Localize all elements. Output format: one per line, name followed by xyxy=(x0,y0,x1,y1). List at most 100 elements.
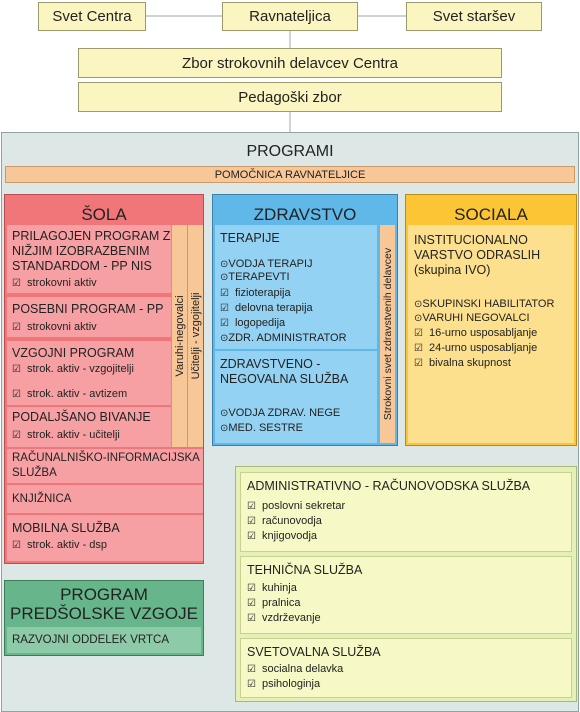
svet-centra-label: Svet Centra xyxy=(52,8,132,25)
tehnicna-section: TEHNIČNA SLUŽBA ☑kuhinja ☑pralnica ☑vzdr… xyxy=(240,556,572,634)
svetovalna-heading: SVETOVALNA SLUŽBA xyxy=(247,645,381,659)
list-item: ☑bivalna skupnost xyxy=(414,357,511,369)
ivo-heading: INSTITUCIONALNO VARSTVO ODRASLIH (skupin… xyxy=(414,233,541,277)
checkbox-icon: ☑ xyxy=(12,430,21,441)
list-item: ⊙ZDR. ADMINISTRATOR xyxy=(220,332,347,344)
sola-section-vzgojni-heading: VZGOJNI PROGRAM xyxy=(12,346,135,360)
list-item: ☑računovodja xyxy=(247,515,322,527)
bullet-icon: ⊙ xyxy=(220,259,229,270)
list-item: ☑socialna delavka xyxy=(247,663,344,675)
strip-varuhi-label: Varuhi-negovalci xyxy=(173,295,186,377)
checkbox-icon: ☑ xyxy=(220,303,229,314)
zbor-strokovnih-label: Zbor strokovnih delavcev Centra xyxy=(182,54,398,72)
checkbox-icon: ☑ xyxy=(414,358,423,369)
list-item: ⊙TERAPEVTI xyxy=(220,271,290,283)
checkbox-icon: ☑ xyxy=(247,531,256,542)
checkbox-icon: ☑ xyxy=(12,278,21,289)
sola-section-ppnis: PRILAGOJEN PROGRAM Z NIŽJIM IZOBRAZBENIM… xyxy=(7,225,171,293)
sola-section-knjiznica-heading: KNJIŽNICA xyxy=(12,493,72,505)
bullet-icon: ⊙ xyxy=(220,423,229,434)
bullet-icon: ⊙ xyxy=(414,299,423,310)
negovalna-section: ZDRAVSTVENO - NEGOVALNA SLUŽBA ⊙VODJA ZD… xyxy=(215,351,377,443)
sola-section-podaljsano-heading: PODALJŠANO BIVANJE xyxy=(12,410,151,424)
sola-section-racunalniska: RAČUNALNIŠKO-INFORMACIJSKA SLUŽBA xyxy=(7,449,203,483)
list-item: ☑poslovni sekretar xyxy=(247,500,346,512)
list-item: ☑kuhinja xyxy=(247,582,297,594)
razvojni-oddelek-label: RAZVOJNI ODDELEK VRTCA xyxy=(12,634,169,646)
list-item: ☑16-urno usposabljanje xyxy=(414,327,538,339)
tehnicna-heading: TEHNIČNA SLUŽBA xyxy=(247,563,363,577)
list-item: ☑logopedija xyxy=(220,317,286,329)
list-item: ☑knjigovodja xyxy=(247,530,318,542)
sola-box: ŠOLA PRILAGOJEN PROGRAM Z NIŽJIM IZOBRAZ… xyxy=(4,194,204,564)
pedagoski-zbor-box: Pedagoški zbor xyxy=(78,82,502,112)
pomocnica-bar: POMOČNICA RAVNATELJICE xyxy=(5,166,575,183)
checkbox-icon: ☑ xyxy=(247,679,256,690)
racunovodska-section: ADMINISTRATIVNO - RAČUNOVODSKA SLUŽBA ☑p… xyxy=(240,472,572,552)
sola-section-racunalniska-heading: RAČUNALNIŠKO-INFORMACIJSKA SLUŽBA xyxy=(12,452,200,479)
ravnateljica-label: Ravnateljica xyxy=(249,8,331,25)
list-item: ⊙VODJA TERAPIJ xyxy=(220,258,313,270)
bullet-icon: ⊙ xyxy=(220,333,229,344)
sola-section-pp: POSEBNI PROGRAM - PP ☑strokovni aktiv xyxy=(7,297,171,337)
svet-centra-box: Svet Centra xyxy=(38,2,146,31)
checkbox-icon: ☑ xyxy=(247,516,256,527)
checkbox-icon: ☑ xyxy=(247,664,256,675)
strip-strokovni-svet-label: Strokovni svet zdravstvenih delavcev xyxy=(381,247,394,421)
sola-section-ppnis-heading: PRILAGOJEN PROGRAM Z NIŽJIM IZOBRAZBENIM… xyxy=(12,229,171,273)
list-item: ☑strok. aktiv - učitelji xyxy=(12,429,120,441)
list-item: ⊙VODJA ZDRAV. NEGE xyxy=(220,407,341,419)
list-item: ⊙VARUHI NEGOVALCI xyxy=(414,312,530,324)
checkbox-icon: ☑ xyxy=(12,364,21,375)
zbor-strokovnih-box: Zbor strokovnih delavcev Centra xyxy=(78,48,502,78)
list-item: ⊙SKUPINSKI HABILITATOR xyxy=(414,298,555,310)
strip-ucitelji: Učitelji - vzgojitelji xyxy=(187,225,203,447)
negovalna-heading: ZDRAVSTVENO - NEGOVALNA SLUŽBA xyxy=(220,357,349,386)
checkbox-icon: ☑ xyxy=(12,540,21,551)
sola-section-pp-heading: POSEBNI PROGRAM - PP xyxy=(12,302,164,316)
ravnateljica-box: Ravnateljica xyxy=(222,2,358,31)
ivo-section: INSTITUCIONALNO VARSTVO ODRASLIH (skupin… xyxy=(408,225,574,443)
checkbox-icon: ☑ xyxy=(12,389,21,400)
sociala-title: SOCIALA xyxy=(454,205,528,224)
checkbox-icon: ☑ xyxy=(247,598,256,609)
list-item: ☑fizioterapija xyxy=(220,287,291,299)
list-item: ⊙MED. SESTRE xyxy=(220,422,303,434)
sola-section-knjiznica: KNJIŽNICA xyxy=(7,485,203,513)
bullet-icon: ⊙ xyxy=(220,408,229,419)
svetovalna-section: SVETOVALNA SLUŽBA ☑socialna delavka ☑psi… xyxy=(240,638,572,698)
predsolske-title: PROGRAM PREDŠOLSKE VZGOJE xyxy=(10,585,198,623)
checkbox-icon: ☑ xyxy=(220,318,229,329)
list-item: ☑psihologinja xyxy=(247,678,321,690)
list-item: ☑strok. aktiv - dsp xyxy=(12,539,108,551)
list-item: ☑pralnica xyxy=(247,597,301,609)
pomocnica-label: POMOČNICA RAVNATELJICE xyxy=(214,168,366,181)
checkbox-icon: ☑ xyxy=(247,583,256,594)
strip-strokovni-svet: Strokovni svet zdravstvenih delavcev xyxy=(379,225,395,443)
strip-varuhi: Varuhi-negovalci xyxy=(171,225,187,447)
pedagoski-zbor-label: Pedagoški zbor xyxy=(238,88,342,106)
list-item: ☑vzdrževanje xyxy=(247,612,321,624)
sola-title: ŠOLA xyxy=(81,205,127,224)
zdravstvo-title: ZDRAVSTVO xyxy=(253,205,357,224)
terapije-heading: TERAPIJE xyxy=(220,231,280,245)
sociala-box: SOCIALA INSTITUCIONALNO VARSTVO ODRASLIH… xyxy=(405,194,577,446)
checkbox-icon: ☑ xyxy=(247,501,256,512)
checkbox-icon: ☑ xyxy=(247,613,256,624)
list-item: ☑strokovni aktiv xyxy=(12,277,97,289)
svet-starsev-label: Svet staršev xyxy=(432,8,516,25)
sola-section-vzgojni: VZGOJNI PROGRAM ☑strok. aktiv - vzgojite… xyxy=(7,341,171,405)
razvojni-oddelek-section: RAZVOJNI ODDELEK VRTCA xyxy=(7,627,201,653)
zdravstvo-box: ZDRAVSTVO TERAPIJE ⊙VODJA TERAPIJ ⊙TERAP… xyxy=(212,194,398,446)
admin-services-box: ADMINISTRATIVNO - RAČUNOVODSKA SLUŽBA ☑p… xyxy=(235,466,577,702)
sola-section-mobilna: MOBILNA SLUŽBA ☑strok. aktiv - dsp xyxy=(7,515,203,561)
checkbox-icon: ☑ xyxy=(12,322,21,333)
programi-title: PROGRAMI xyxy=(246,143,334,160)
list-item: ☑strok. aktiv - avtizem xyxy=(12,388,128,400)
sola-section-mobilna-heading: MOBILNA SLUŽBA xyxy=(12,521,120,535)
predsolske-box: PROGRAM PREDŠOLSKE VZGOJE RAZVOJNI ODDEL… xyxy=(4,580,204,656)
checkbox-icon: ☑ xyxy=(414,328,423,339)
bullet-icon: ⊙ xyxy=(414,313,423,324)
strip-ucitelji-label: Učitelji - vzgojitelji xyxy=(189,292,202,380)
svet-starsev-box: Svet staršev xyxy=(406,2,542,31)
